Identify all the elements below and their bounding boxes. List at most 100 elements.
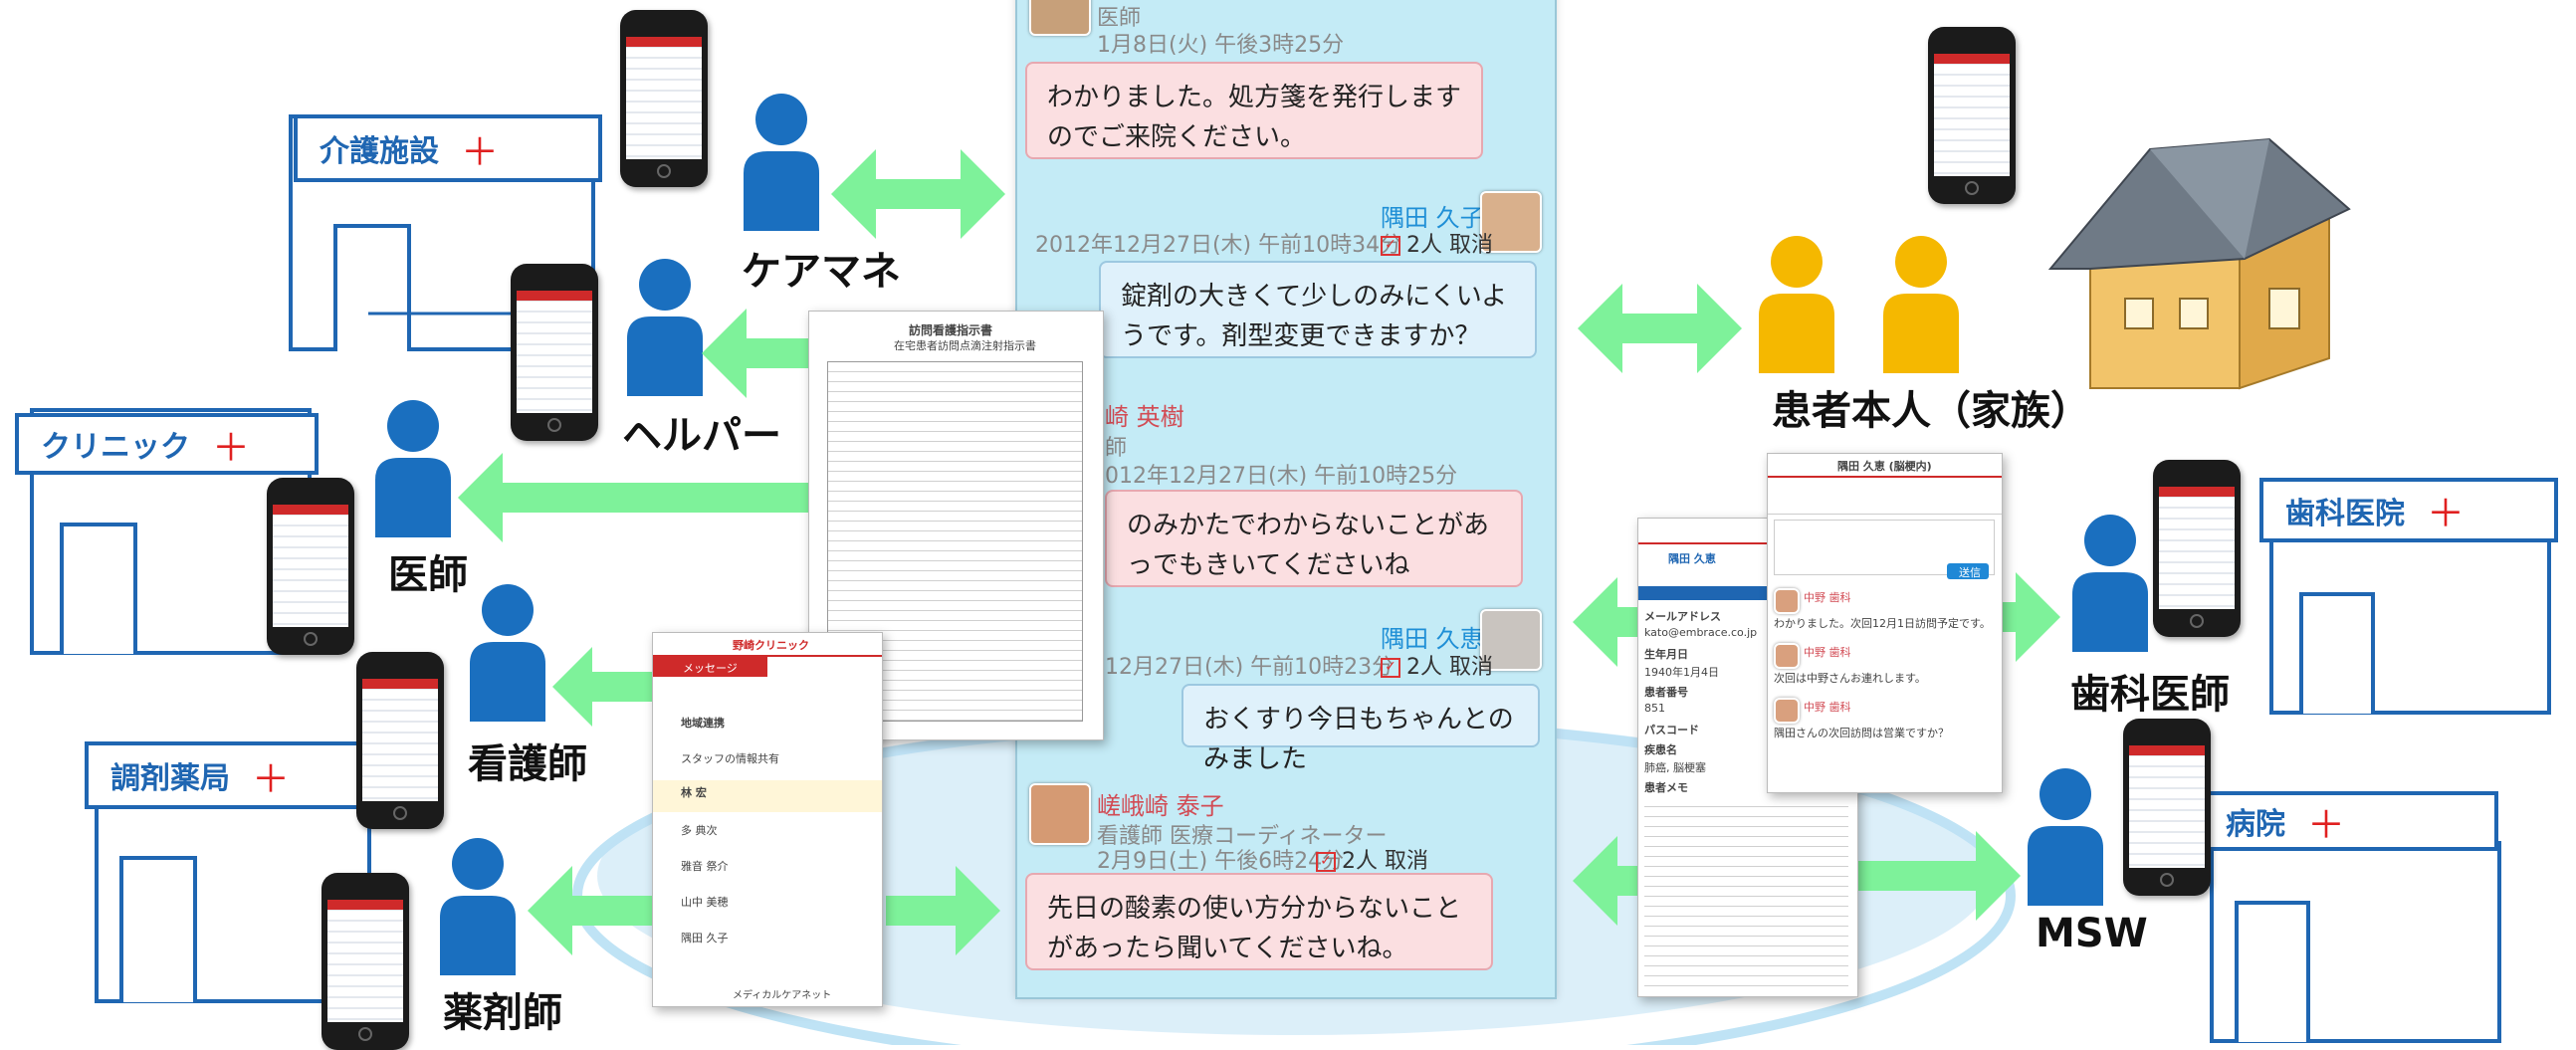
- msg2-role: 師: [1105, 436, 1128, 461]
- clinic-title: 野崎クリニック: [733, 639, 809, 652]
- avatar: [1029, 0, 1091, 36]
- phone-icon: [511, 264, 598, 441]
- list-item-highlight: [653, 780, 882, 812]
- msg2-time: 012年12月27日(木) 午前10時25分: [1105, 464, 1458, 489]
- person-icon: [1759, 236, 1834, 373]
- dental-input[interactable]: [1774, 520, 1995, 575]
- kaigo-door: [333, 224, 411, 351]
- msg4-bubble: 先日の酸素の使い方分からないことがあったら聞いてくださいね。: [1025, 873, 1493, 970]
- msg0-time: 1月8日(火) 午後3時25分: [1097, 33, 1345, 58]
- arrow-right-mid: [1573, 577, 1652, 667]
- arrow-msw: [1856, 831, 2021, 921]
- pharmacist-label: 薬剤師: [443, 990, 562, 1036]
- dental-message-screen: 隅田 久恵 (脳梗内) 送信 中野 歯科 わかりました。次回12月1日訪問予定で…: [1767, 453, 2003, 793]
- msg2-bubble: のみかたでわからないことがあっでもきいてくださいね: [1105, 490, 1523, 587]
- dental-door: [2299, 592, 2375, 714]
- dental-msg-text: 次回は中野さんお連れします。: [1774, 672, 1926, 685]
- list-item[interactable]: 隅田 久子: [681, 932, 729, 945]
- plus-icon: ＋: [2307, 802, 2346, 847]
- avatar: [1774, 643, 1800, 669]
- person-icon: [2028, 768, 2103, 906]
- msg1-name: 隅田 久子: [1381, 204, 1484, 232]
- dental-msg-name: 中野 歯科: [1804, 646, 1851, 659]
- list-item[interactable]: 林 宏: [681, 786, 707, 799]
- arrow-nurse: [552, 647, 652, 727]
- avatar: [1480, 191, 1542, 253]
- pharmacy-label: 調剤薬局 ＋: [85, 741, 373, 809]
- patient-field: 患者番号: [1644, 686, 1688, 699]
- avatar: [1029, 783, 1091, 845]
- phone-icon: [2123, 719, 2211, 896]
- arrow-caremanager: [831, 149, 1005, 239]
- dental-msg-name: 中野 歯科: [1804, 591, 1851, 604]
- msg3-time: 12月27日(木) 午前10時23分: [1105, 655, 1395, 680]
- avatar: [1480, 609, 1542, 671]
- document-subtitle: 在宅患者訪問点滴注射指示書: [894, 339, 1036, 352]
- dental-title: 隅田 久恵 (脳梗内): [1837, 460, 1932, 473]
- patient-field: 1940年1月4日: [1644, 666, 1719, 679]
- dental-header: 隅田 久恵 (脳梗内): [1768, 454, 2002, 478]
- phone-icon: [620, 10, 708, 187]
- hospital-label: 病院 ＋: [2200, 791, 2498, 851]
- msg0-bubble: わかりました。処方箋を発行しますのでご来院ください。: [1025, 62, 1483, 159]
- phone-icon: [356, 652, 444, 829]
- arrow-dentist: [1976, 572, 2060, 662]
- list-item[interactable]: 地域連携: [681, 717, 725, 730]
- chat-timeline[interactable]: 医師 1月8日(火) 午後3時25分 わかりました。処方箋を発行しますのでご来院…: [1015, 0, 1557, 999]
- msg1-read: ✓ 2人 取消: [1381, 227, 1493, 259]
- list-item[interactable]: 山中 美穂: [681, 896, 729, 909]
- plus-icon: ＋: [252, 756, 291, 801]
- msg3-name: 隅田 久恵: [1381, 625, 1484, 653]
- document-title: 訪問看護指示書: [909, 323, 993, 337]
- dental-text: 歯科医院: [2285, 496, 2405, 531]
- dentist-label: 歯科医師: [2070, 672, 2230, 718]
- list-item[interactable]: スタッフの情報共有: [681, 752, 779, 765]
- list-item[interactable]: 雅音 祭介: [681, 860, 729, 873]
- person-icon: [627, 259, 703, 396]
- clinic-header: 野崎クリニック: [653, 633, 882, 657]
- hospital-text: 病院: [2226, 807, 2285, 842]
- msg1-time: 2012年12月27日(木) 午前10時34分: [1035, 233, 1402, 258]
- msg1-read-text: 2人 取消: [1406, 233, 1493, 258]
- arrow-right-low: [1573, 836, 1652, 926]
- list-item[interactable]: 多 典次: [681, 824, 718, 837]
- patient-field: パスコード: [1644, 724, 1699, 736]
- avatar: [1774, 698, 1800, 724]
- msg4-role: 看護師 医療コーディネーター: [1097, 824, 1388, 849]
- arrow-pharmacist-left: [528, 866, 657, 955]
- hospital-door: [2235, 901, 2310, 1042]
- send-button[interactable]: 送信: [1947, 563, 1989, 579]
- clinic-tab[interactable]: メッセージ: [653, 657, 767, 677]
- msg3-read-text: 2人 取消: [1406, 655, 1493, 680]
- arrow-pharmacist-right: [886, 866, 1000, 955]
- doctor-label: 医師: [388, 552, 468, 598]
- msg4-read-text: 2人 取消: [1342, 849, 1428, 874]
- dental-msg-name: 中野 歯科: [1804, 701, 1851, 714]
- house-icon: [2047, 137, 2351, 390]
- phone-icon: [267, 478, 354, 655]
- dental-msg-text: わかりました。次回12月1日訪問予定です。: [1774, 617, 1991, 630]
- instruction-document: 訪問看護指示書 在宅患者訪問点滴注射指示書: [808, 311, 1104, 740]
- clinic-footer: メディカルケアネット: [733, 990, 832, 1001]
- phone-icon: [2153, 460, 2241, 637]
- dental-tabs[interactable]: [1768, 494, 2002, 515]
- kaigo-label: 介護施設 ＋: [294, 114, 602, 182]
- msw-label: MSW: [2036, 911, 2148, 956]
- person-icon: [1883, 236, 1959, 373]
- patient-field: 851: [1644, 702, 1665, 715]
- dental-label: 歯科医院 ＋: [2259, 478, 2558, 542]
- check-icon: ✓: [1316, 852, 1336, 872]
- patient-field: 肺癌, 脳梗塞: [1644, 761, 1706, 774]
- clinic-text: クリニック: [41, 430, 190, 465]
- dental-msg-text: 隅田さんの次回訪問は営業ですか？: [1774, 727, 1949, 739]
- person-icon: [375, 400, 451, 537]
- arrow-doctor: [458, 453, 811, 542]
- plus-icon: ＋: [212, 425, 251, 470]
- person-icon: [440, 838, 516, 975]
- patient-field: 患者メモ: [1644, 781, 1688, 794]
- pharmacy-door: [119, 856, 197, 1002]
- msg3-read: ✓2人 取消: [1381, 649, 1493, 681]
- check-icon: ✓: [1381, 236, 1400, 256]
- patient-field: 生年月日: [1644, 648, 1688, 661]
